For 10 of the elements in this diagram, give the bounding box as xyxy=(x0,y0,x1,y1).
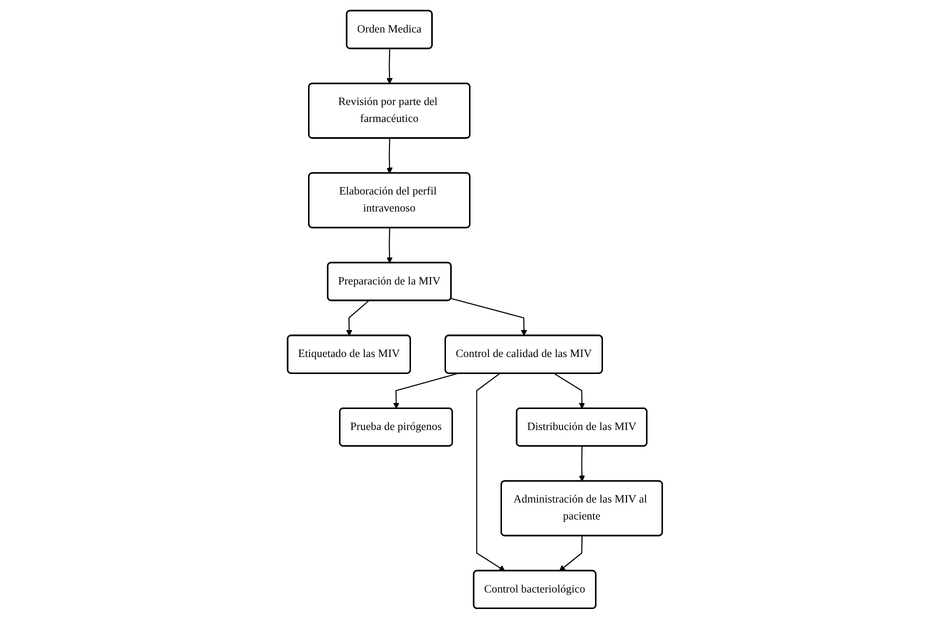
arrow xyxy=(554,373,586,409)
arrow xyxy=(393,373,458,409)
arrow xyxy=(346,300,370,336)
arrow xyxy=(386,228,393,264)
arrow xyxy=(451,298,528,336)
arrow xyxy=(559,536,583,572)
arrow xyxy=(476,373,506,572)
arrow xyxy=(386,48,393,84)
arrow xyxy=(386,138,393,174)
arrow xyxy=(578,446,586,482)
